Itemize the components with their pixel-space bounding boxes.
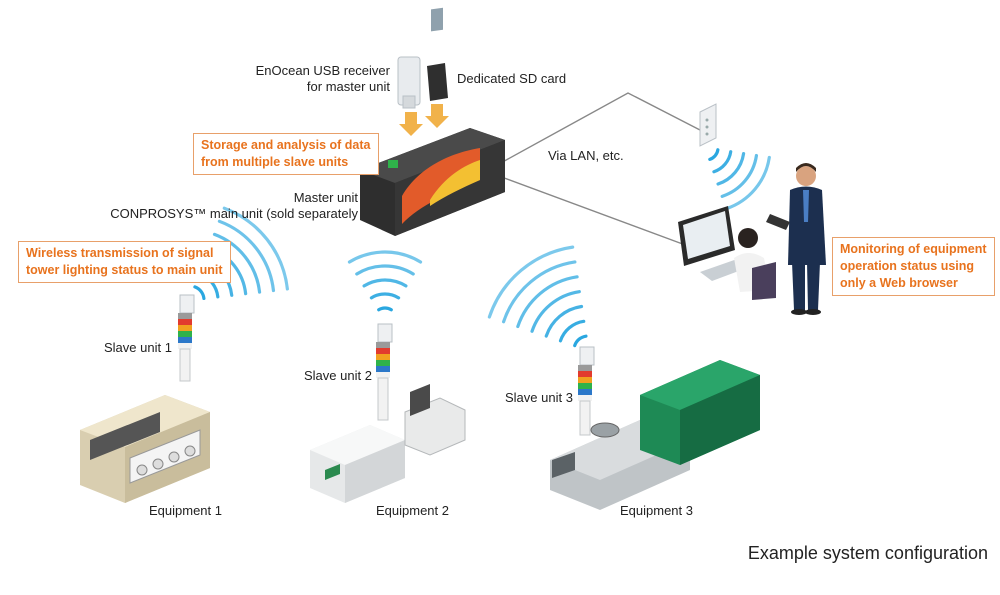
insert-arrows (399, 104, 449, 136)
slave-unit-2-label: Slave unit 2 (304, 368, 372, 383)
master-unit-label: Master unit CONPROSYS™ main unit (sold s… (110, 190, 358, 222)
wireless-access-point (699, 103, 717, 147)
via-lan-label: Via LAN, etc. (548, 148, 624, 163)
slave-unit-1-label: Slave unit 1 (104, 340, 172, 355)
businessman (766, 163, 826, 315)
monitoring-callout: Monitoring of equipment operation status… (832, 237, 995, 296)
master-unit-label-line2: CONPROSYS™ main unit (sold separately (110, 206, 358, 221)
usb-receiver-label-line2: for master unit (306, 79, 390, 94)
pc-workstation (678, 206, 776, 300)
monitoring-callout-line3: only a Web browser (840, 276, 958, 290)
wave-slave3-to-master (487, 245, 588, 348)
equipment-1 (80, 395, 210, 503)
signal-towers (178, 294, 595, 436)
storage-callout-line2: from multiple slave units (201, 155, 349, 169)
storage-callout-line1: Storage and analysis of data (201, 138, 371, 152)
wave-ap-to-tablet (708, 148, 771, 211)
equipment-1-label: Equipment 1 (149, 503, 222, 518)
slave-unit-3-label: Slave unit 3 (505, 390, 573, 405)
equipment-3-label: Equipment 3 (620, 503, 693, 518)
wireless-callout: Wireless transmission of signal tower li… (18, 241, 231, 283)
figure-caption: Example system configuration (747, 543, 988, 563)
signal-tower-3 (578, 346, 595, 436)
wave-slave2-to-master (347, 250, 423, 312)
usb-receiver-label: EnOcean USB receiver for master unit (238, 63, 390, 95)
usb-receiver-label-line1: EnOcean USB receiver (255, 63, 390, 78)
equipment-2 (310, 384, 466, 503)
signal-tower-1 (178, 294, 195, 382)
storage-callout: Storage and analysis of data from multip… (193, 133, 379, 175)
wireless-callout-line1: Wireless transmission of signal (26, 246, 214, 260)
sd-card-label: Dedicated SD card (457, 71, 567, 86)
monitoring-callout-line1: Monitoring of equipment (840, 242, 987, 256)
monitoring-callout-line2: operation status using (840, 259, 975, 273)
usb-receiver (397, 56, 421, 109)
equipment-2-label: Equipment 2 (376, 503, 449, 518)
lan-connection (487, 92, 701, 247)
master-unit (360, 128, 505, 236)
signal-tower-2 (376, 323, 393, 421)
sd-card (427, 7, 448, 101)
equipment-3 (550, 360, 760, 510)
master-unit-label-line1: Master unit (293, 190, 358, 205)
wireless-callout-line2: tower lighting status to main unit (26, 263, 223, 277)
